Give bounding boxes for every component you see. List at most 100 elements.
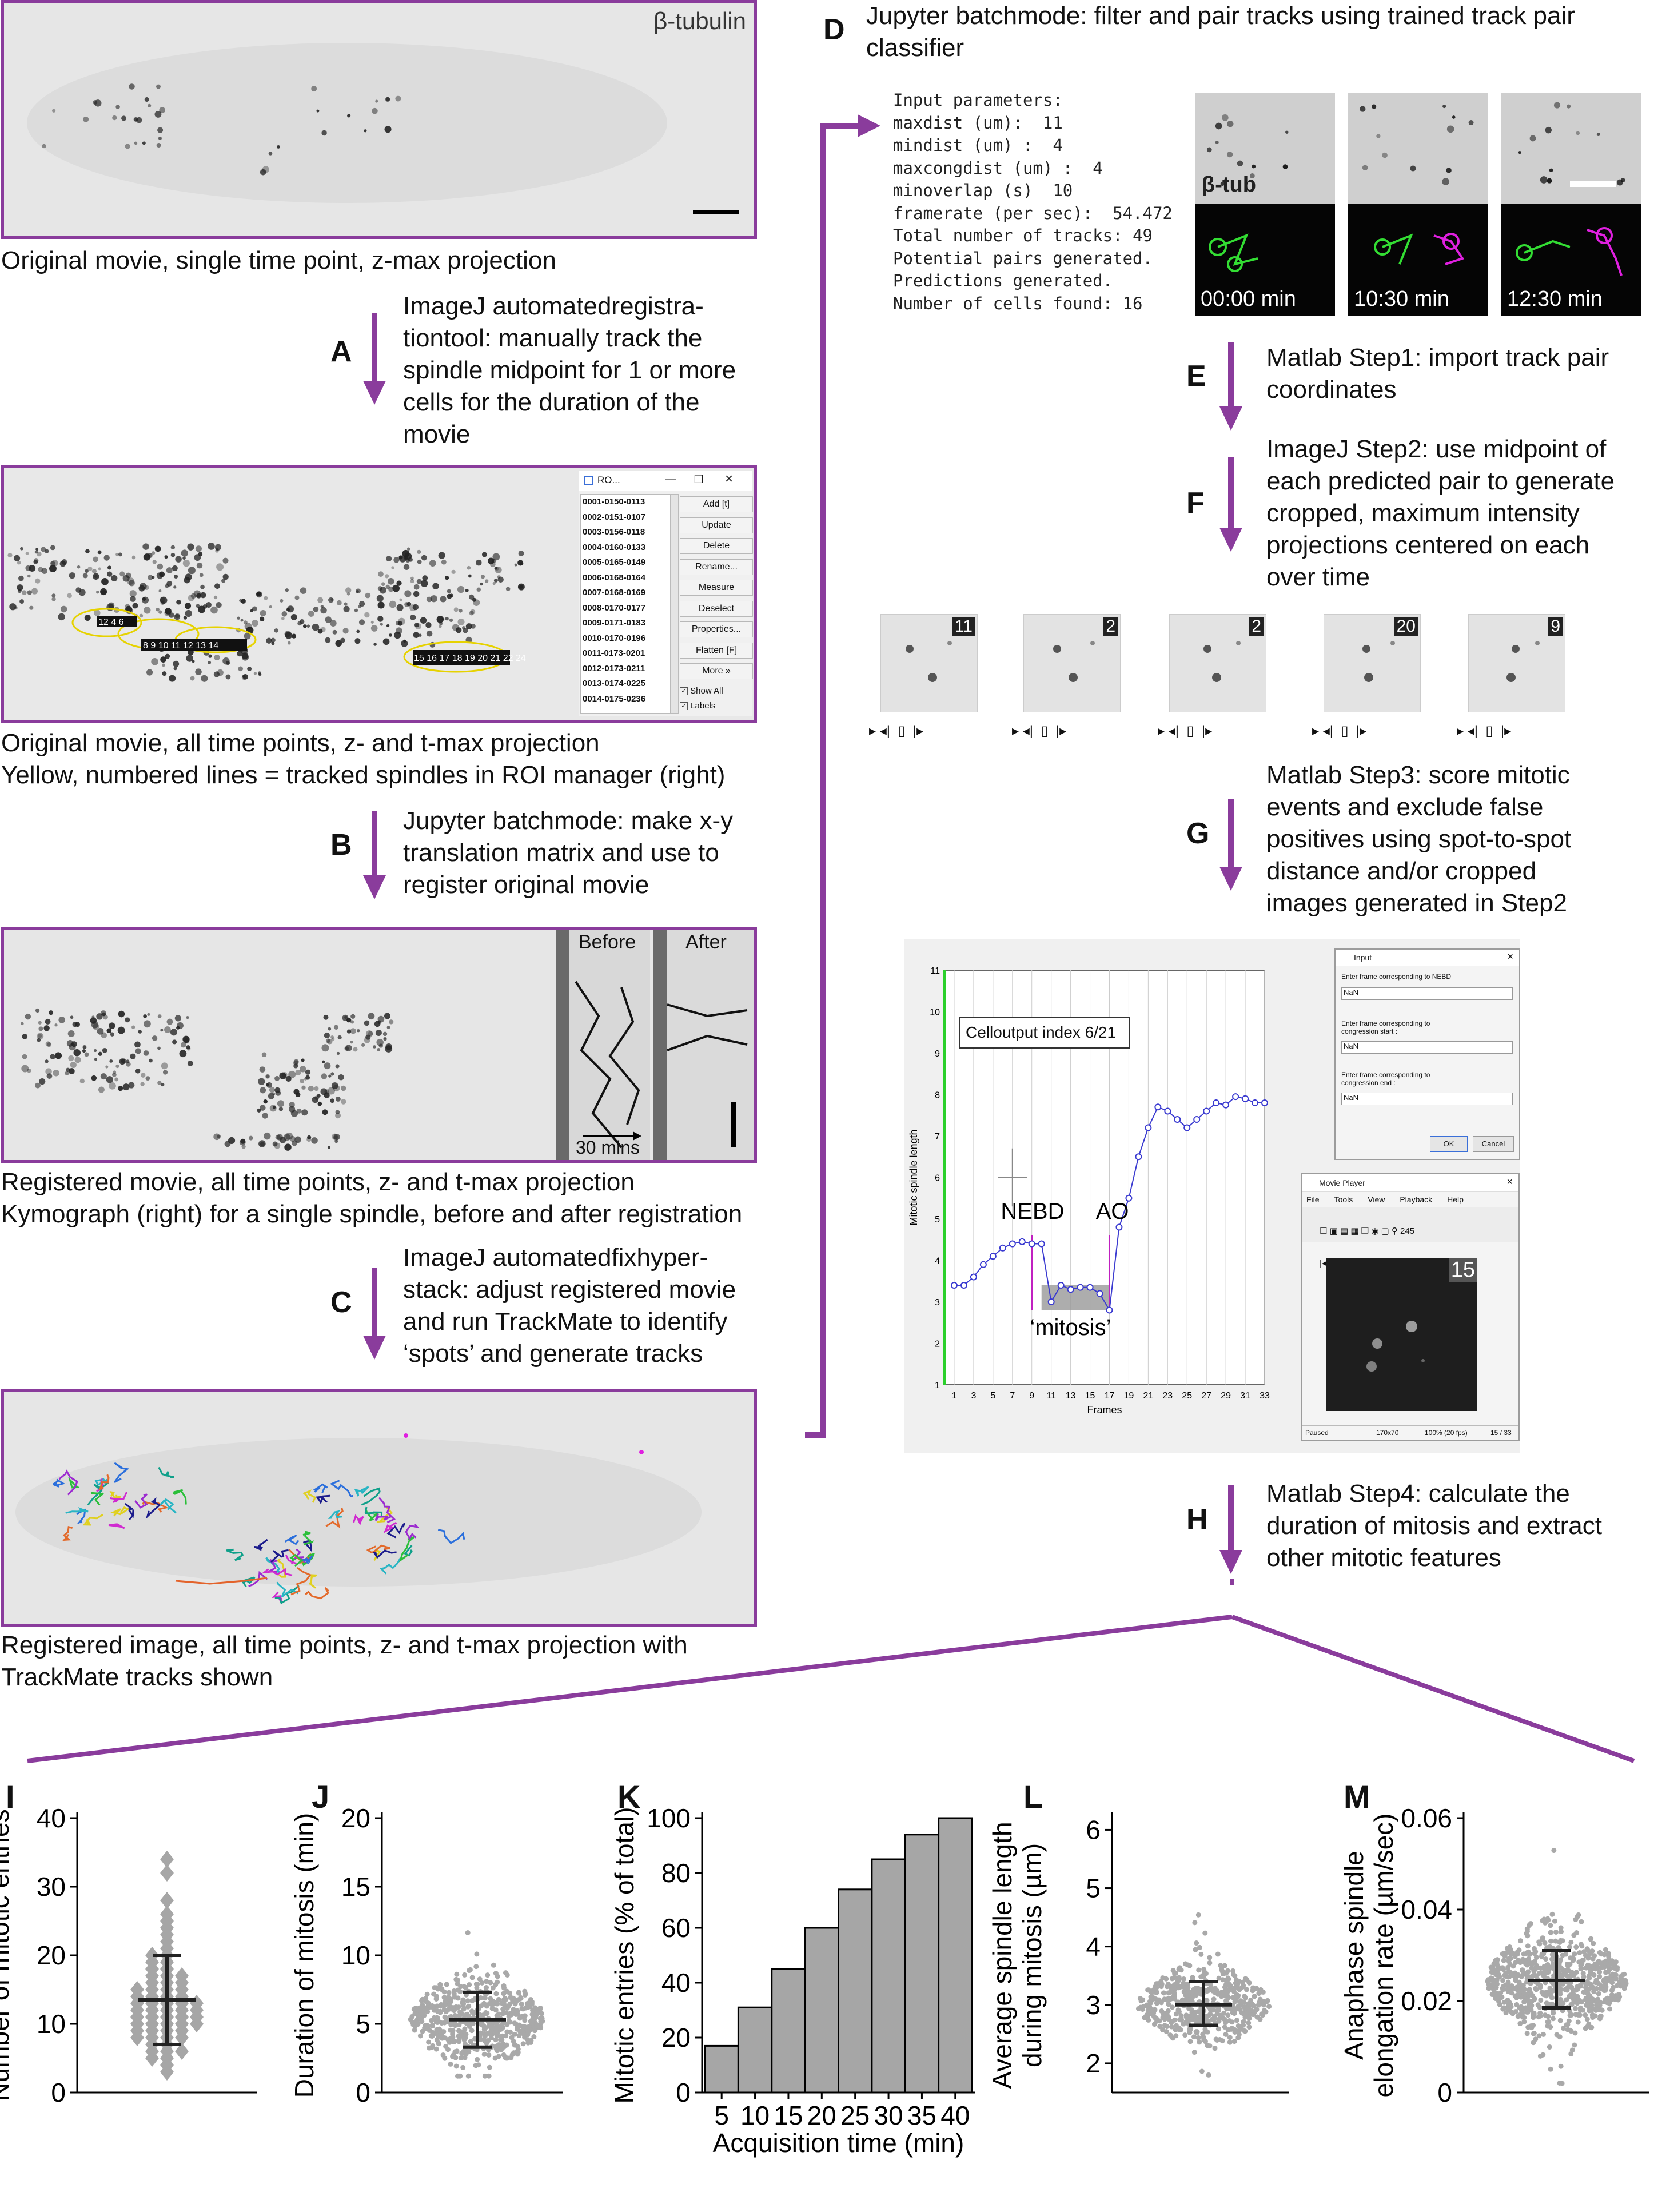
data-point <box>429 2018 435 2023</box>
congression-end-field[interactable]: NaN <box>1341 1093 1513 1105</box>
roi-list-item[interactable]: 0002-0151-0107 <box>583 512 646 522</box>
roi-list-item[interactable]: 0009-0171-0183 <box>583 618 646 628</box>
data-point <box>1236 2004 1242 2010</box>
roi-list-item[interactable]: 0003-0156-0118 <box>583 527 645 537</box>
data-point <box>1592 1953 1597 1959</box>
frame-slider[interactable]: ▸ ◂| ▯ |▸ <box>1312 723 1367 739</box>
roi-button-measure[interactable]: Measure <box>680 580 753 596</box>
roi-list-item[interactable]: 0004-0160-0133 <box>583 542 646 552</box>
input-close-icon[interactable]: × <box>1507 951 1513 962</box>
data-point <box>1528 1991 1534 1996</box>
show-all-checkbox[interactable]: ✓ Show All <box>680 686 723 696</box>
roi-list-item[interactable]: 0001-0150-0113 <box>583 497 645 507</box>
data-point <box>1550 2016 1556 2022</box>
roi-list-item[interactable]: 0014-0175-0236 <box>583 694 646 704</box>
maximize-icon[interactable]: ☐ <box>694 473 704 486</box>
data-point <box>1194 1940 1199 1946</box>
y-axis-label: Duration of mitosis (min) <box>289 1813 319 2098</box>
data-point <box>519 2006 525 2011</box>
zoom-value[interactable]: 245 <box>1400 1226 1415 1236</box>
data-point <box>1540 1937 1545 1943</box>
roi-button-properties[interactable]: Properties... <box>680 621 753 637</box>
player-close-icon[interactable]: × <box>1506 1176 1513 1187</box>
data-point <box>1533 1987 1539 1992</box>
toolbar-icons-row1[interactable]: ☐ ▣ ▤ ▦ ❐ ◉ ▢ ⚲ <box>1320 1226 1401 1236</box>
data-point <box>1246 2020 1252 2026</box>
frame-2: 10:30 min <box>1348 93 1488 316</box>
data-point <box>1548 2066 1553 2072</box>
y-tick-label: 60 <box>661 1913 691 1943</box>
roi-button-delete[interactable]: Delete <box>680 538 753 554</box>
data-point <box>1577 1950 1583 1956</box>
data-point <box>1216 1975 1222 1981</box>
congression-start-field[interactable]: NaN <box>1341 1041 1513 1054</box>
data-point <box>1186 2006 1192 2011</box>
data-point <box>1593 1986 1599 1991</box>
data-point <box>1568 1972 1573 1978</box>
roi-list-item[interactable]: 0013-0174-0225 <box>583 679 646 688</box>
data-point <box>1553 1938 1559 1944</box>
data-point <box>1147 2006 1153 2011</box>
player-menu-help[interactable]: Help <box>1447 1195 1464 1204</box>
roi-button-update[interactable]: Update <box>680 517 753 533</box>
data-point <box>1176 2025 1182 2031</box>
roi-button-flatten-f[interactable]: Flatten [F] <box>680 642 753 659</box>
data-point <box>1153 1996 1158 2002</box>
roi-list-item[interactable]: 0011-0173-0201 <box>583 648 645 658</box>
frame-slider[interactable]: ▸ ◂| ▯ |▸ <box>1012 723 1067 739</box>
data-point <box>1517 2005 1523 2011</box>
roi-button-add-t[interactable]: Add [t] <box>680 496 753 512</box>
frame-slider[interactable]: ▸ ◂| ▯ |▸ <box>869 723 924 739</box>
labels-checkbox[interactable]: ✓ Labels <box>680 701 715 711</box>
nebd-field[interactable]: NaN <box>1341 987 1513 1000</box>
player-menu-tools[interactable]: Tools <box>1334 1195 1353 1204</box>
data-point <box>493 2028 499 2034</box>
arrow-e <box>1219 342 1242 431</box>
data-point <box>1135 2006 1141 2011</box>
data-point <box>1232 2029 1238 2035</box>
roi-scrollbar[interactable] <box>671 494 679 714</box>
ok-button[interactable]: OK <box>1430 1136 1468 1152</box>
data-point <box>1536 2014 1541 2020</box>
minimize-icon[interactable]: — <box>665 472 676 485</box>
player-toolbar: ☐ ▣ ▤ ▦ ❐ ◉ ▢ ⚲ 245 |◂ ◂| ◂◂ ■ ▶ ▸▸ |▸ ▸… <box>1302 1207 1518 1268</box>
x-tick-label: 25 <box>840 2101 870 2130</box>
spindle-length-point <box>1028 1240 1035 1248</box>
roi-button-more[interactable]: More » <box>680 663 753 679</box>
data-point <box>535 2010 541 2015</box>
nebd-prompt: Enter frame corresponding to NEBD <box>1341 973 1452 981</box>
roi-button-rename[interactable]: Rename... <box>680 559 753 575</box>
close-icon[interactable]: × <box>725 471 734 487</box>
data-point <box>1165 1998 1170 2003</box>
cancel-button[interactable]: Cancel <box>1473 1136 1514 1152</box>
data-point <box>1547 2044 1552 2050</box>
roi-list-item[interactable]: 0007-0168-0169 <box>583 588 646 597</box>
player-menu-playback[interactable]: Playback <box>1400 1195 1433 1204</box>
data-point <box>1206 2072 1211 2078</box>
roi-list[interactable]: 0001-0150-0113 0002-0151-0107 0003-0156-01… <box>580 494 671 714</box>
data-point <box>1501 1958 1506 1963</box>
data-point <box>1246 2024 1252 2030</box>
roi-list-item[interactable]: 0008-0170-0177 <box>583 603 646 613</box>
roi-list-item[interactable]: 0006-0168-0164 <box>583 572 646 583</box>
roi-list-item[interactable]: 0010-0170-0196 <box>583 633 646 643</box>
spindle-length-point <box>1232 1093 1239 1101</box>
chart-y-tick: 11 <box>930 966 940 976</box>
roi-list-item[interactable]: 0005-0165-0149 <box>583 557 646 567</box>
data-point <box>1613 1959 1619 1965</box>
data-point <box>1225 1968 1231 1974</box>
panel-m-label: M <box>1344 1779 1370 1815</box>
frame-slider[interactable]: ▸ ◂| ▯ |▸ <box>1457 723 1512 739</box>
data-point <box>1231 2039 1237 2044</box>
player-menu-file[interactable]: File <box>1306 1195 1320 1204</box>
roi-button-deselect[interactable]: Deselect <box>680 600 753 617</box>
x-tick-label: 20 <box>807 2101 836 2130</box>
data-point <box>1551 1848 1557 1854</box>
player-menu-view[interactable]: View <box>1368 1195 1385 1204</box>
data-point <box>1196 1967 1202 1973</box>
roi-list-item[interactable]: 0012-0173-0211 <box>583 663 645 673</box>
data-point <box>1214 2011 1220 2016</box>
frame-slider[interactable]: ▸ ◂| ▯ |▸ <box>1158 723 1213 739</box>
spindle-length-point <box>1213 1099 1220 1106</box>
data-point <box>1202 1930 1208 1936</box>
